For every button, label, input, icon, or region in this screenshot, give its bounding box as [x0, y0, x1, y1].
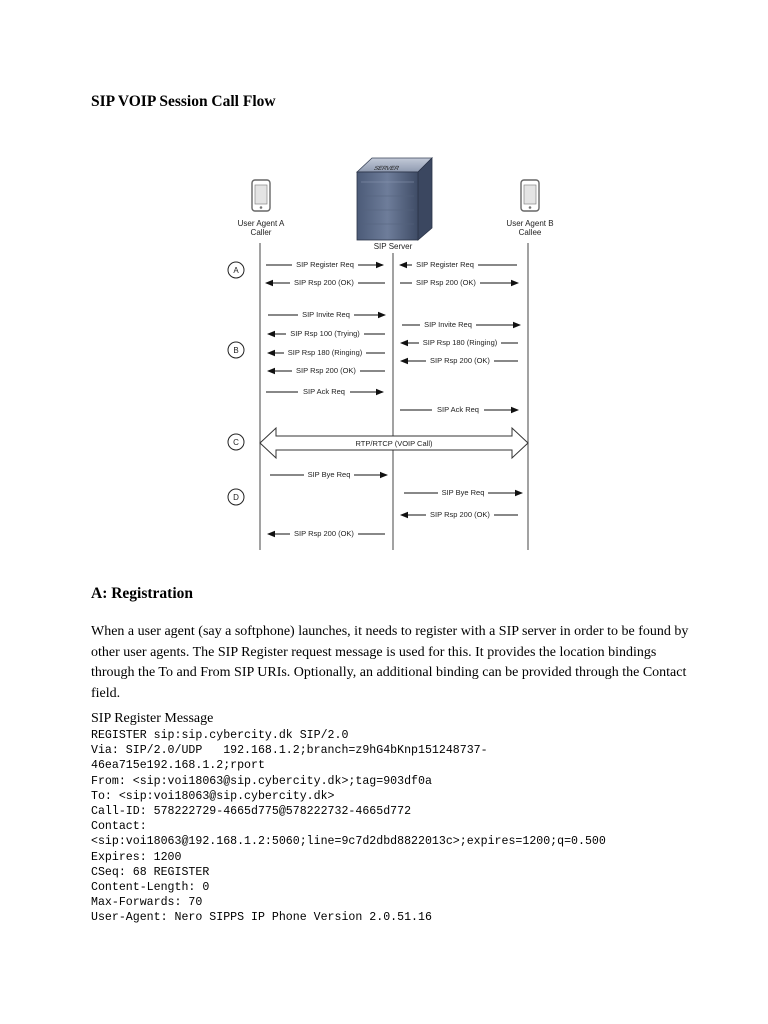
phase-b-marker: B — [227, 341, 245, 359]
phone-b-icon — [520, 179, 540, 212]
message-bye-ok-a: SIP Rsp 200 (OK) — [267, 528, 385, 538]
code-line: Expires: 1200 — [91, 850, 182, 864]
phone-a-icon — [251, 179, 271, 212]
message-register-a: SIP Register Req — [266, 259, 384, 269]
message-bye-a: SIP Bye Req — [270, 469, 388, 479]
message-label: SIP Rsp 100 (Trying) — [290, 329, 360, 338]
code-line: Max-Forwards: 70 — [91, 896, 203, 910]
ua-a-label-line2: Caller — [251, 228, 272, 237]
message-bye-ok-b: SIP Rsp 200 (OK) — [400, 509, 518, 519]
message-ringing-a: SIP Rsp 180 (Ringing) — [267, 347, 385, 357]
message-label: RTP/RTCP (VOIP Call) — [356, 439, 433, 448]
message-label: SIP Rsp 180 (Ringing) — [423, 338, 498, 347]
code-line: REGISTER sip:sip.cybercity.dk SIP/2.0 — [91, 729, 349, 742]
message-register-b: SIP Register Req — [399, 259, 517, 269]
message-label: SIP Rsp 200 (OK) — [430, 356, 490, 365]
message-label: SIP Rsp 200 (OK) — [430, 510, 490, 519]
code-line: From: <sip:voi18063@sip.cybercity.dk>;ta… — [91, 774, 432, 788]
message-label: SIP Ack Req — [437, 405, 479, 414]
message-register-ok-a: SIP Rsp 200 (OK) — [265, 277, 385, 287]
message-bye-b: SIP Bye Req — [404, 487, 523, 497]
message-label: SIP Ack Req — [303, 387, 345, 396]
ua-b-label-line2: Callee — [519, 228, 542, 237]
message-label: SIP Rsp 200 (OK) — [296, 366, 356, 375]
code-line: 46ea715e192.168.1.2;rport — [91, 759, 265, 773]
sip-call-flow-diagram: User Agent A Caller User Agent B Callee … — [227, 157, 554, 550]
message-label: SIP Invite Req — [424, 320, 472, 329]
server-icon: SERVER — [355, 157, 433, 241]
code-line: CSeq: 68 REGISTER — [91, 865, 210, 879]
server-badge-label: SERVER — [373, 165, 401, 172]
message-label: SIP Rsp 180 (Ringing) — [288, 348, 363, 357]
phase-a-marker: A — [227, 261, 245, 279]
message-label: SIP Register Req — [296, 260, 354, 269]
page-title: SIP VOIP Session Call Flow — [91, 93, 276, 110]
message-ack-b: SIP Ack Req — [400, 404, 519, 414]
ua-b-label-line1: User Agent B — [506, 219, 553, 228]
message-label: SIP Bye Req — [308, 470, 351, 479]
message-label: SIP Rsp 200 (OK) — [294, 529, 354, 538]
message-ok-a: SIP Rsp 200 (OK) — [267, 365, 385, 375]
code-line: <sip:voi18063@192.168.1.2:5060;line=9c7d… — [91, 835, 606, 849]
phase-c-letter: C — [233, 438, 239, 447]
message-invite-b: SIP Invite Req — [402, 319, 521, 329]
message-label: SIP Register Req — [416, 260, 474, 269]
registration-paragraph: When a user agent (say a softphone) laun… — [91, 624, 689, 701]
rtp-media-stream: RTP/RTCP (VOIP Call) — [259, 426, 529, 460]
phase-a-letter: A — [233, 266, 239, 275]
message-ack-a: SIP Ack Req — [266, 386, 384, 396]
register-message-label: SIP Register Message — [91, 711, 214, 726]
sip-server-label: SIP Server — [374, 242, 413, 251]
code-line: User-Agent: Nero SIPPS IP Phone Version … — [91, 911, 432, 925]
code-line: Call-ID: 578222729-4665d775@578222732-46… — [91, 805, 412, 819]
phase-d-letter: D — [233, 493, 239, 502]
message-trying: SIP Rsp 100 (Trying) — [267, 328, 385, 338]
code-line: To: <sip:voi18063@sip.cybercity.dk> — [91, 789, 335, 803]
phase-c-marker: C — [227, 433, 245, 451]
code-line: Content-Length: 0 — [91, 881, 210, 895]
message-label: SIP Invite Req — [302, 310, 350, 319]
register-message-code: REGISTER sip:sip.cybercity.dk SIP/2.0 Vi… — [91, 728, 751, 926]
code-line: Via: SIP/2.0/UDP 192.168.1.2;branch=z9hG… — [91, 744, 488, 758]
phase-d-marker: D — [227, 488, 245, 506]
message-label: SIP Bye Req — [442, 488, 485, 497]
phase-b-letter: B — [233, 346, 238, 355]
message-register-ok-b: SIP Rsp 200 (OK) — [400, 277, 519, 287]
code-line: Contact: — [91, 820, 147, 834]
message-invite-a: SIP Invite Req — [268, 309, 386, 319]
ua-a-label-line1: User Agent A — [238, 219, 285, 228]
message-ok-b: SIP Rsp 200 (OK) — [400, 355, 518, 365]
section-heading-registration: A: Registration — [91, 585, 194, 602]
message-ringing-b: SIP Rsp 180 (Ringing) — [400, 337, 518, 347]
message-label: SIP Rsp 200 (OK) — [416, 278, 476, 287]
message-label: SIP Rsp 200 (OK) — [294, 278, 354, 287]
